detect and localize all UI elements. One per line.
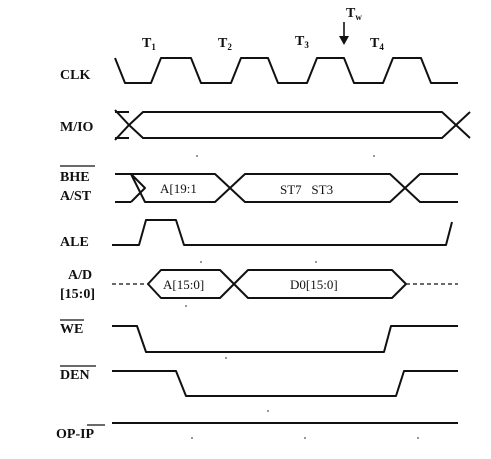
wait-state-label: Tw <box>346 6 362 22</box>
signal-label-ad: A/D <box>68 268 92 283</box>
period-label-t3: T3 <box>295 34 309 50</box>
clk-waveform <box>114 57 458 84</box>
period-label-t2: T2 <box>218 36 232 52</box>
ale-waveform <box>112 219 453 246</box>
scan-artifacts <box>185 155 419 439</box>
signal-label-ad-range: [15:0] <box>60 287 95 302</box>
signal-label-bhe: BHE <box>60 170 90 185</box>
period-label-t1: T1 <box>142 36 156 52</box>
signal-label-den: DEN <box>60 368 90 383</box>
signal-label-ale: ALE <box>60 235 89 250</box>
period-label-t4: T4 <box>370 36 384 52</box>
we-waveform <box>112 325 458 353</box>
signal-label-we: WE <box>60 322 83 337</box>
den-waveform <box>112 370 458 397</box>
signal-label-clk: CLK <box>60 68 90 83</box>
mio-waveform <box>114 109 471 141</box>
bus-value-address-high: A[19:1 <box>160 181 197 196</box>
ad-waveform <box>112 269 458 299</box>
bus-value-data: D0[15:0] <box>290 277 338 292</box>
bhe-ast-waveform <box>115 173 458 203</box>
wait-state-arrow <box>339 22 349 45</box>
signal-label-ast: A/ST <box>60 189 92 204</box>
signal-label-mio: M/IO <box>60 120 94 135</box>
bus-value-status: ST7 ST3 <box>280 182 333 197</box>
bus-value-address-low: A[15:0] <box>163 277 204 292</box>
signal-label-opip: OP-IP <box>56 427 95 442</box>
